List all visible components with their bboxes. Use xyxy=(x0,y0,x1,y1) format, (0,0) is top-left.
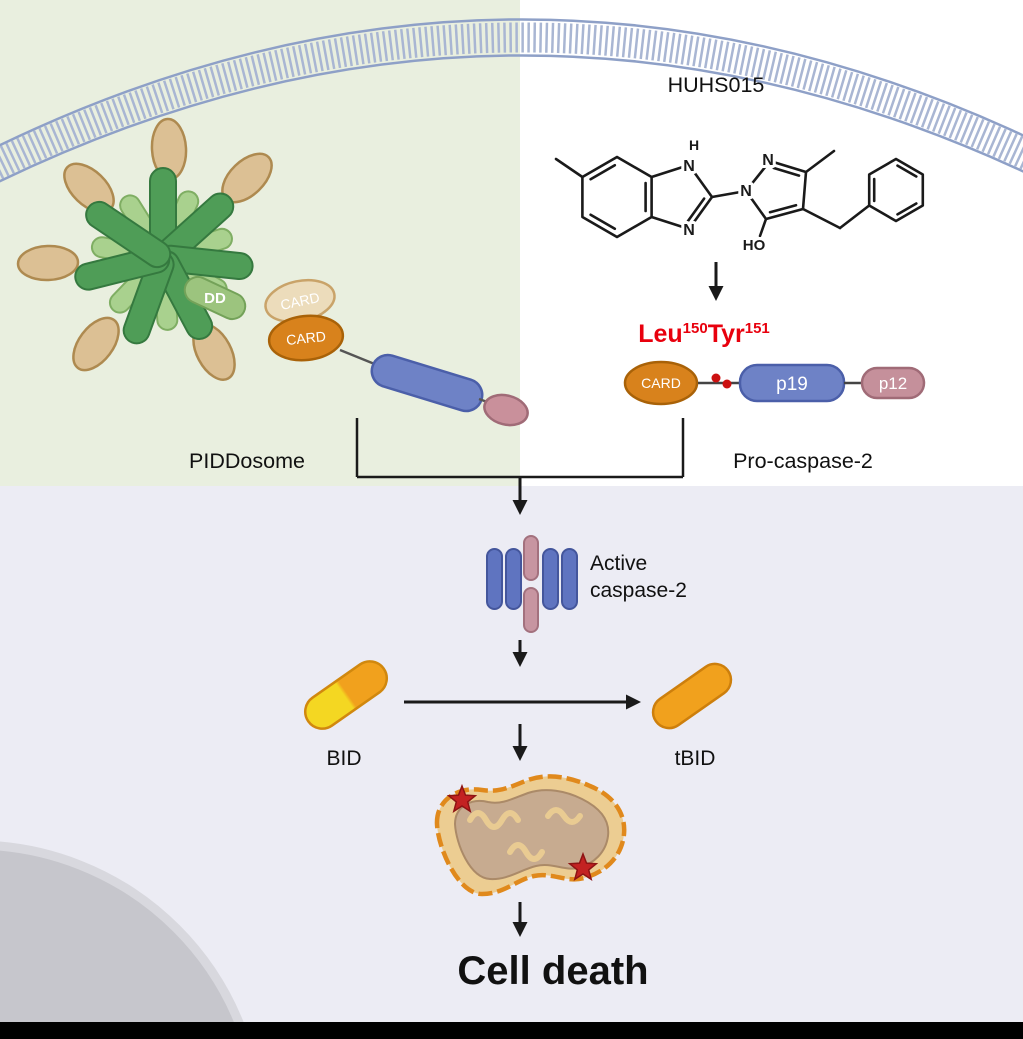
atom-label-ho: HO xyxy=(743,237,766,254)
rosette-arm-dark xyxy=(85,200,172,269)
atom-label-h: H xyxy=(689,137,699,153)
p12-oval-left xyxy=(483,393,529,427)
small-subunit-bar xyxy=(523,587,539,633)
p12-label: p12 xyxy=(879,374,907,393)
damage-star-2 xyxy=(567,851,599,881)
rosette-dark-arms xyxy=(74,167,254,345)
atom-label-n4: N xyxy=(762,152,774,169)
cell-membrane xyxy=(0,18,1023,183)
bond-lines xyxy=(554,149,925,239)
procaspase-card-label: CARD xyxy=(641,375,681,391)
cell-death-label: Cell death xyxy=(457,949,648,993)
binding-site-res1-num: 150 xyxy=(683,320,708,337)
p12-domain xyxy=(860,366,926,400)
bottom-black-bar xyxy=(0,1022,1023,1039)
procaspase-label: Pro-caspase-2 xyxy=(733,449,873,473)
p19-label: p19 xyxy=(776,374,808,395)
membrane-inner-edge xyxy=(0,54,1023,183)
membrane-outer-edge xyxy=(0,18,1023,147)
mito-matrix xyxy=(453,789,610,881)
crista-squiggle xyxy=(467,810,521,830)
large-subunit-bar xyxy=(486,548,503,610)
atom-label-n2: N xyxy=(683,222,695,239)
large-subunit-bar xyxy=(542,548,559,610)
active-caspase-label-line1: Active xyxy=(590,552,647,575)
membrane-band xyxy=(0,22,1023,180)
active-caspase-label-line2: caspase-2 xyxy=(590,579,687,602)
small-subunit-bar xyxy=(523,535,539,581)
cytosol-left-panel xyxy=(0,0,520,486)
active-caspase-icon xyxy=(486,535,578,633)
card-caspase-oval: CARD xyxy=(267,314,345,362)
large-subunit-bar xyxy=(561,548,578,610)
tbid-capsule xyxy=(651,662,733,730)
large-subunit-bar xyxy=(505,548,522,610)
atom-label-n1: N xyxy=(683,158,695,175)
neighbor-cell-blob xyxy=(0,841,250,1039)
cleavage-site-dot-2 xyxy=(722,379,732,389)
huhs015-title: HUHS015 xyxy=(668,73,765,97)
dd-rosette xyxy=(74,167,254,345)
tan-petal xyxy=(72,316,120,372)
cleavage-site-dot-1 xyxy=(711,373,721,383)
procaspase-card-oval xyxy=(623,360,699,406)
atom-label-n3: N xyxy=(740,183,752,200)
tan-petal xyxy=(16,244,80,282)
card-adaptor-oval: CARD xyxy=(264,278,336,324)
binding-site-res2-num: 151 xyxy=(745,320,770,337)
huhs015-structure: H N N N N HO xyxy=(554,134,925,257)
bid-label: BID xyxy=(326,747,361,770)
binding-site-label: Leu150Tyr151 xyxy=(638,320,770,348)
piddosome-label: PIDDosome xyxy=(189,449,305,473)
card-caspase-label: CARD xyxy=(285,328,326,348)
binding-site-res2: Tyr xyxy=(708,320,745,348)
bid-capsule xyxy=(303,660,389,730)
crista-squiggle xyxy=(507,842,545,862)
mitochondrion xyxy=(434,774,627,897)
dd-label: DD xyxy=(204,290,226,307)
piddosome-complex: DD CARD CARD xyxy=(16,117,529,427)
damage-star-1 xyxy=(446,783,478,813)
dd-domain-capsule: DD xyxy=(183,275,247,321)
tbid-label: tBID xyxy=(675,747,716,770)
crista-squiggle xyxy=(545,807,583,825)
linker-line xyxy=(339,348,378,367)
procaspase2-domains: CARD p19 p12 xyxy=(623,360,926,406)
binding-site-res1: Leu xyxy=(638,320,682,348)
